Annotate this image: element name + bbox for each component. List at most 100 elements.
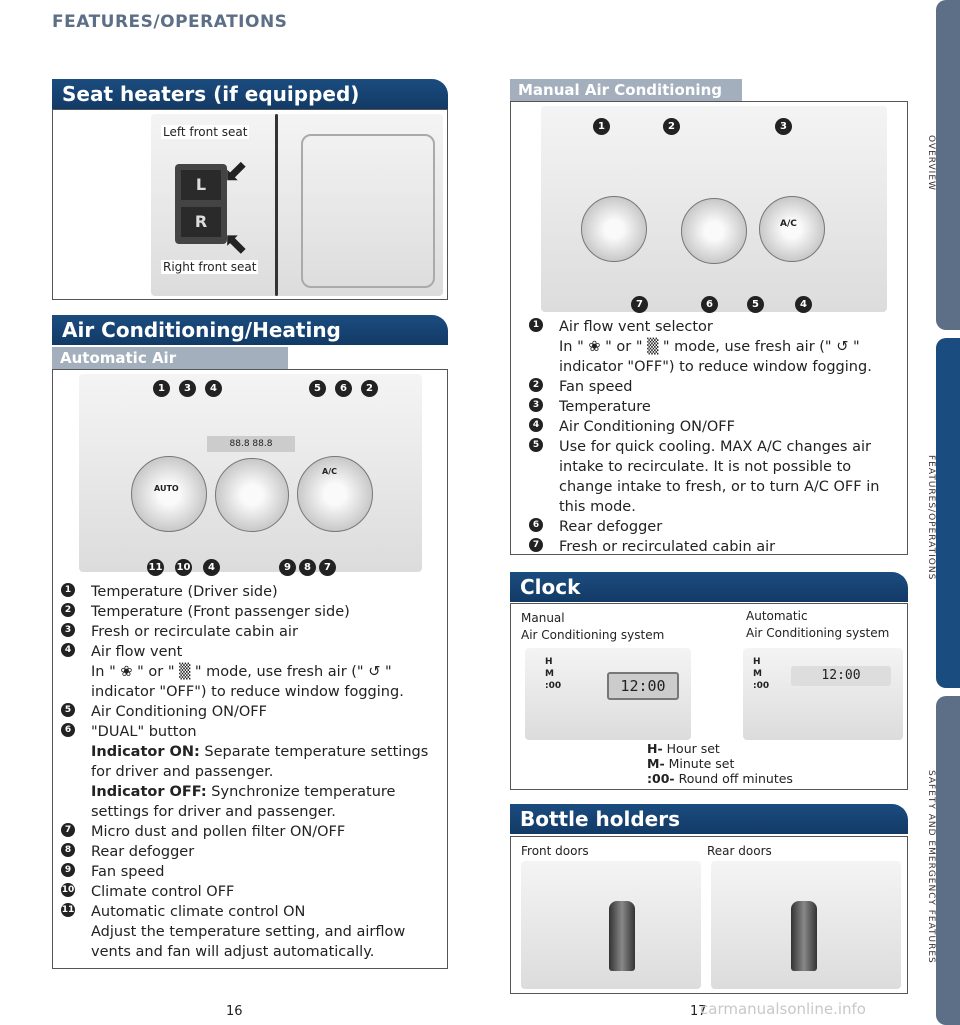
callout: 6 [335,380,352,397]
minute-button[interactable]: M [753,669,762,679]
auto-ac-display: 88.8 88.8 [207,436,295,452]
tab-overview[interactable] [936,0,960,330]
fan-speed-knob[interactable] [681,198,747,264]
callout: 1 [153,380,170,397]
callout: 2 [361,380,378,397]
list-item-sub: In " ❀ " or " ▒ " mode, use fresh air ("… [559,339,872,375]
callout: 11 [147,559,164,576]
dashboard-outline [301,134,435,288]
callout: 10 [175,559,192,576]
divider-line [275,114,278,296]
bottle-icon [609,901,635,971]
callout: 9 [279,559,296,576]
round-off-button[interactable]: :00 [753,681,770,691]
callout: 3 [775,118,792,135]
bottle-holders-box: Front doors Rear doors [510,836,908,994]
ac-heating-title: Air Conditioning/Heating [52,315,448,345]
arrow-up-icon: ⬉ [223,226,249,261]
page-number-left: 16 [226,1004,243,1019]
callout: 8 [299,559,316,576]
rear-door-image [711,861,901,989]
callout: 4 [203,559,220,576]
tab-features-operations[interactable] [936,338,960,688]
callout: 5 [747,296,764,313]
front-door-image [521,861,701,989]
tab-safety[interactable] [936,696,960,1025]
legend-item: M- Minute set [647,756,735,771]
minute-button[interactable]: M [545,669,554,679]
right-seat-heater-switch[interactable]: R [181,207,221,237]
dual-off-desc: Indicator OFF: Synchronize temperature s… [91,784,396,820]
callout: 1 [593,118,610,135]
tab-features-label: FEATURES/OPERATIONS [926,455,936,581]
auto-clock-image: H M :00 12:00 [743,648,903,740]
hour-button[interactable]: H [545,657,553,667]
callout: 2 [663,118,680,135]
fan-mode-knob[interactable] [215,458,289,532]
callout: 6 [701,296,718,313]
dual-on-desc: Indicator ON: Separate temperature setti… [91,744,429,780]
auto-button-label: AUTO [154,484,179,493]
round-off-button[interactable]: :00 [545,681,562,691]
tab-overview-label: OVERVIEW [926,135,936,191]
bottle-holders-title: Bottle holders [510,804,908,834]
watermark: carmanualsonline.info [700,1000,866,1018]
hour-button[interactable]: H [753,657,761,667]
tab-safety-label: SAFETY AND EMERGENCY FEATURES [926,770,936,964]
callout: 4 [205,380,222,397]
legend-item: :00- Round off minutes [647,771,793,786]
rear-doors-label: Rear doors [707,844,772,858]
clock-legend: H- Hour set M- Minute set :00- Round off… [647,741,793,786]
arrow-down-icon: ⬋ [223,154,249,189]
auto-ac-panel-image: 88.8 88.8 AUTO A/C 1 3 4 5 6 2 11 10 4 9… [79,374,422,576]
list-item: 6"DUAL" button [61,722,441,742]
callout: 7 [631,296,648,313]
callout: 4 [795,296,812,313]
airflow-selector-knob[interactable] [581,196,647,262]
left-seat-heater-switch[interactable]: L [181,170,221,200]
clock-title: Clock [510,572,908,602]
clock-buttons: H M :00 [753,656,769,692]
manual-ac-panel-image: A/C 1 2 3 7 6 5 4 [541,106,887,313]
callout: 3 [179,380,196,397]
passenger-temp-knob[interactable]: A/C [297,456,373,532]
callout: 7 [319,559,336,576]
right-front-seat-label: Right front seat [161,260,259,274]
page-number-right: 17 [690,1004,707,1019]
front-doors-label: Front doors [521,844,589,858]
seat-heater-switch-panel: L R [175,164,227,244]
temperature-knob[interactable]: A/C [759,196,825,262]
manual-clock-image: H M :00 12:00 [525,648,691,740]
driver-temp-knob[interactable]: AUTO [131,456,207,532]
manual-ac-subtitle: Manual Air Conditioning [510,79,742,101]
ac-button-label: A/C [322,467,337,476]
seat-heaters-box: L R ⬋ ⬉ Left front seat Right front seat [52,109,448,300]
list-item-sub: Adjust the temperature setting, and airf… [91,924,406,960]
left-front-seat-label: Left front seat [161,125,250,139]
clock-display: 12:00 [791,666,891,686]
clock-buttons: H M :00 [545,656,561,692]
bottle-icon [791,901,817,971]
ac-button-label: A/C [780,219,797,229]
